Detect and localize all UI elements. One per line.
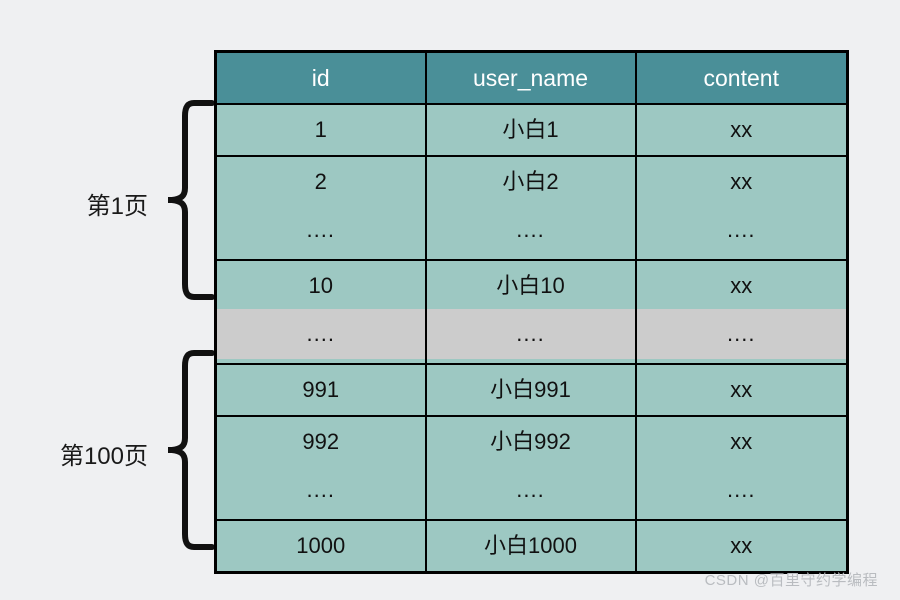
table-body: 1 小白1 xx 2 小白2 xx .... .... .... 10 小白10… — [214, 103, 849, 574]
column-header-user-name: user_name — [424, 50, 637, 105]
cell-content: .... — [634, 307, 849, 361]
column-header-id: id — [214, 50, 427, 105]
curly-brace-page-last — [168, 350, 214, 550]
cell-content: .... — [634, 463, 849, 517]
pagination-table: id user_name content 1 小白1 xx 2 小白2 xx .… — [214, 50, 849, 574]
cell-id: .... — [214, 307, 427, 361]
watermark: CSDN @百里守约学编程 — [704, 572, 878, 589]
cell-id: 10 — [214, 259, 427, 313]
cell-id: 992 — [214, 415, 427, 469]
cell-user-name: .... — [424, 307, 637, 361]
cell-id: 991 — [214, 363, 427, 417]
cell-id: .... — [214, 203, 427, 257]
cell-user-name: 小白991 — [424, 363, 637, 417]
cell-user-name: .... — [424, 463, 637, 517]
column-header-content: content — [634, 50, 849, 105]
cell-id: .... — [214, 463, 427, 517]
table-row: 2 小白2 xx — [214, 155, 849, 209]
cell-content: xx — [634, 155, 849, 209]
table-row-ellipsis: .... .... .... — [214, 203, 849, 260]
table-row: 992 小白992 xx — [214, 415, 849, 469]
cell-id: 2 — [214, 155, 427, 209]
cell-user-name: 小白1 — [424, 103, 637, 157]
cell-content: xx — [634, 519, 849, 574]
table-row-ellipsis: .... .... .... — [214, 463, 849, 520]
cell-user-name: .... — [424, 203, 637, 257]
table-header-row: id user_name content — [214, 50, 849, 105]
cell-content: xx — [634, 363, 849, 417]
cell-id: 1000 — [214, 519, 427, 574]
curly-brace-page-first — [168, 100, 214, 300]
cell-user-name: 小白2 — [424, 155, 637, 209]
table-row: 1000 小白1000 xx — [214, 519, 849, 574]
table-header: id user_name content — [214, 50, 849, 105]
cell-content: xx — [634, 259, 849, 313]
cell-content: .... — [634, 203, 849, 257]
cell-user-name: 小白992 — [424, 415, 637, 469]
cell-user-name: 小白10 — [424, 259, 637, 313]
table-row: 991 小白991 xx — [214, 363, 849, 417]
cell-user-name: 小白1000 — [424, 519, 637, 574]
cell-content: xx — [634, 103, 849, 157]
page-group-label-first: 第1页 — [86, 193, 148, 220]
cell-id: 1 — [214, 103, 427, 157]
cell-content: xx — [634, 415, 849, 469]
table-row-gap: .... .... .... — [214, 307, 849, 364]
table-row: 1 小白1 xx — [214, 103, 849, 157]
page-group-label-last: 第100页 — [59, 443, 148, 470]
table-row: 10 小白10 xx — [214, 259, 849, 313]
